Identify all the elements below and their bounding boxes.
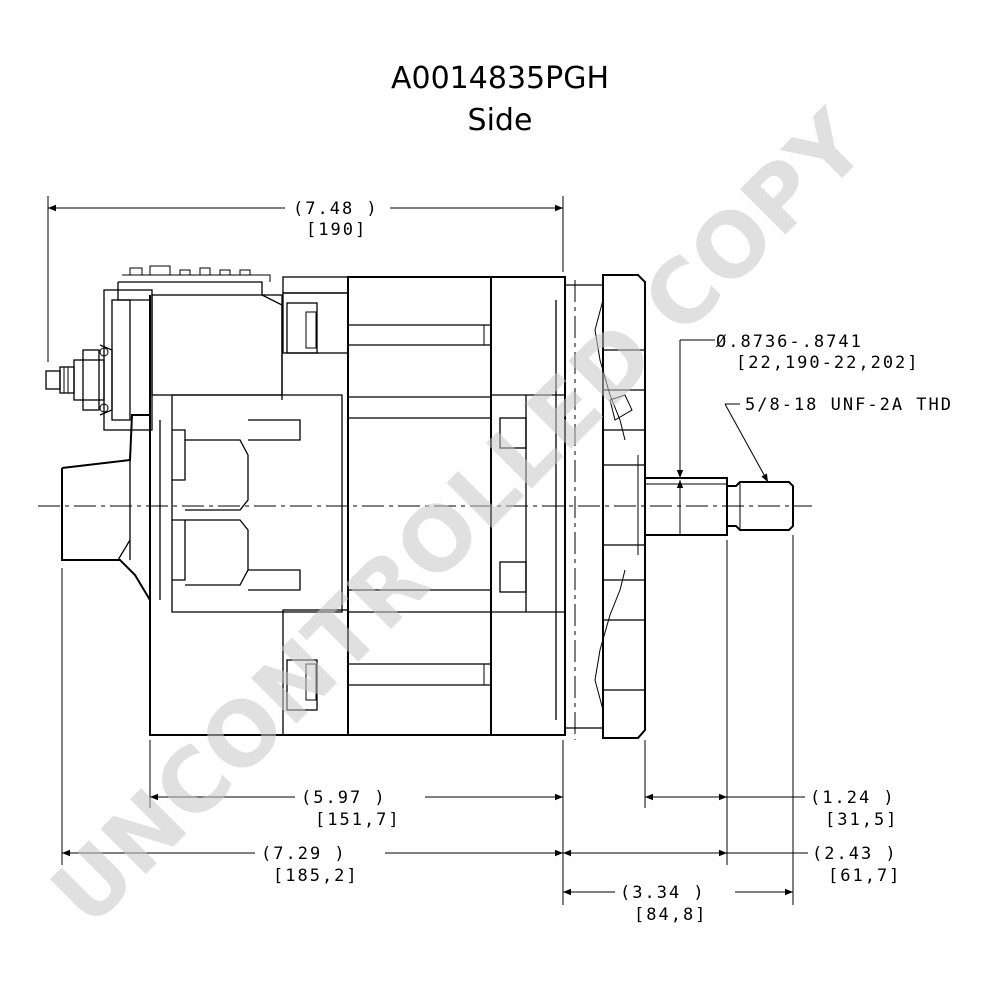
dim-shaft-diameter-mm: [22,190-22,202] [736, 353, 920, 373]
dim-shaft-total-in: (3.34 ) [620, 883, 706, 903]
thread-callout-text: 5/8-18 UNF-2A THD [745, 395, 953, 415]
dim-mount-to-rear-mm: [185,2] [273, 866, 359, 886]
view-title: Side [468, 103, 533, 138]
dim-shaft-total-mm: [84,8] [634, 905, 707, 925]
dimension-shaft-total: (3.34 ) [84,8] [563, 883, 793, 925]
dim-mount-to-rear-in: (7.29 ) [261, 844, 347, 864]
dim-shaft-to-step-mm: [61,7] [828, 866, 901, 886]
dimension-shaft-step: (1.24 ) [31,5] [645, 788, 898, 830]
dimension-shaft-diameter: Ø.8736-.8741 [22,190-22,202] [676, 332, 920, 535]
dimension-shaft-to-step: (2.43 ) [61,7] [563, 844, 901, 886]
thread-callout: 5/8-18 UNF-2A THD [724, 395, 953, 483]
alternator-body [45, 265, 794, 739]
dim-body-length-in: (5.97 ) [301, 788, 387, 808]
dim-shaft-diameter-in: Ø.8736-.8741 [716, 332, 863, 352]
dim-body-length-mm: [151,7] [315, 810, 401, 830]
dim-shaft-step-in: (1.24 ) [810, 788, 896, 808]
part-number-title: A0014835PGH [391, 61, 609, 96]
dimension-overall-length: (7.48 ) [190] [47, 196, 564, 362]
dimension-body-length: (5.97 ) [151,7] [150, 788, 563, 830]
dim-overall-length-in: (7.48 ) [293, 199, 379, 219]
dim-shaft-step-mm: [31,5] [825, 810, 898, 830]
dim-shaft-to-step-in: (2.43 ) [812, 844, 898, 864]
dim-overall-length-mm: [190] [306, 220, 367, 240]
dimension-mount-to-rear: (7.29 ) [185,2] [62, 844, 563, 886]
